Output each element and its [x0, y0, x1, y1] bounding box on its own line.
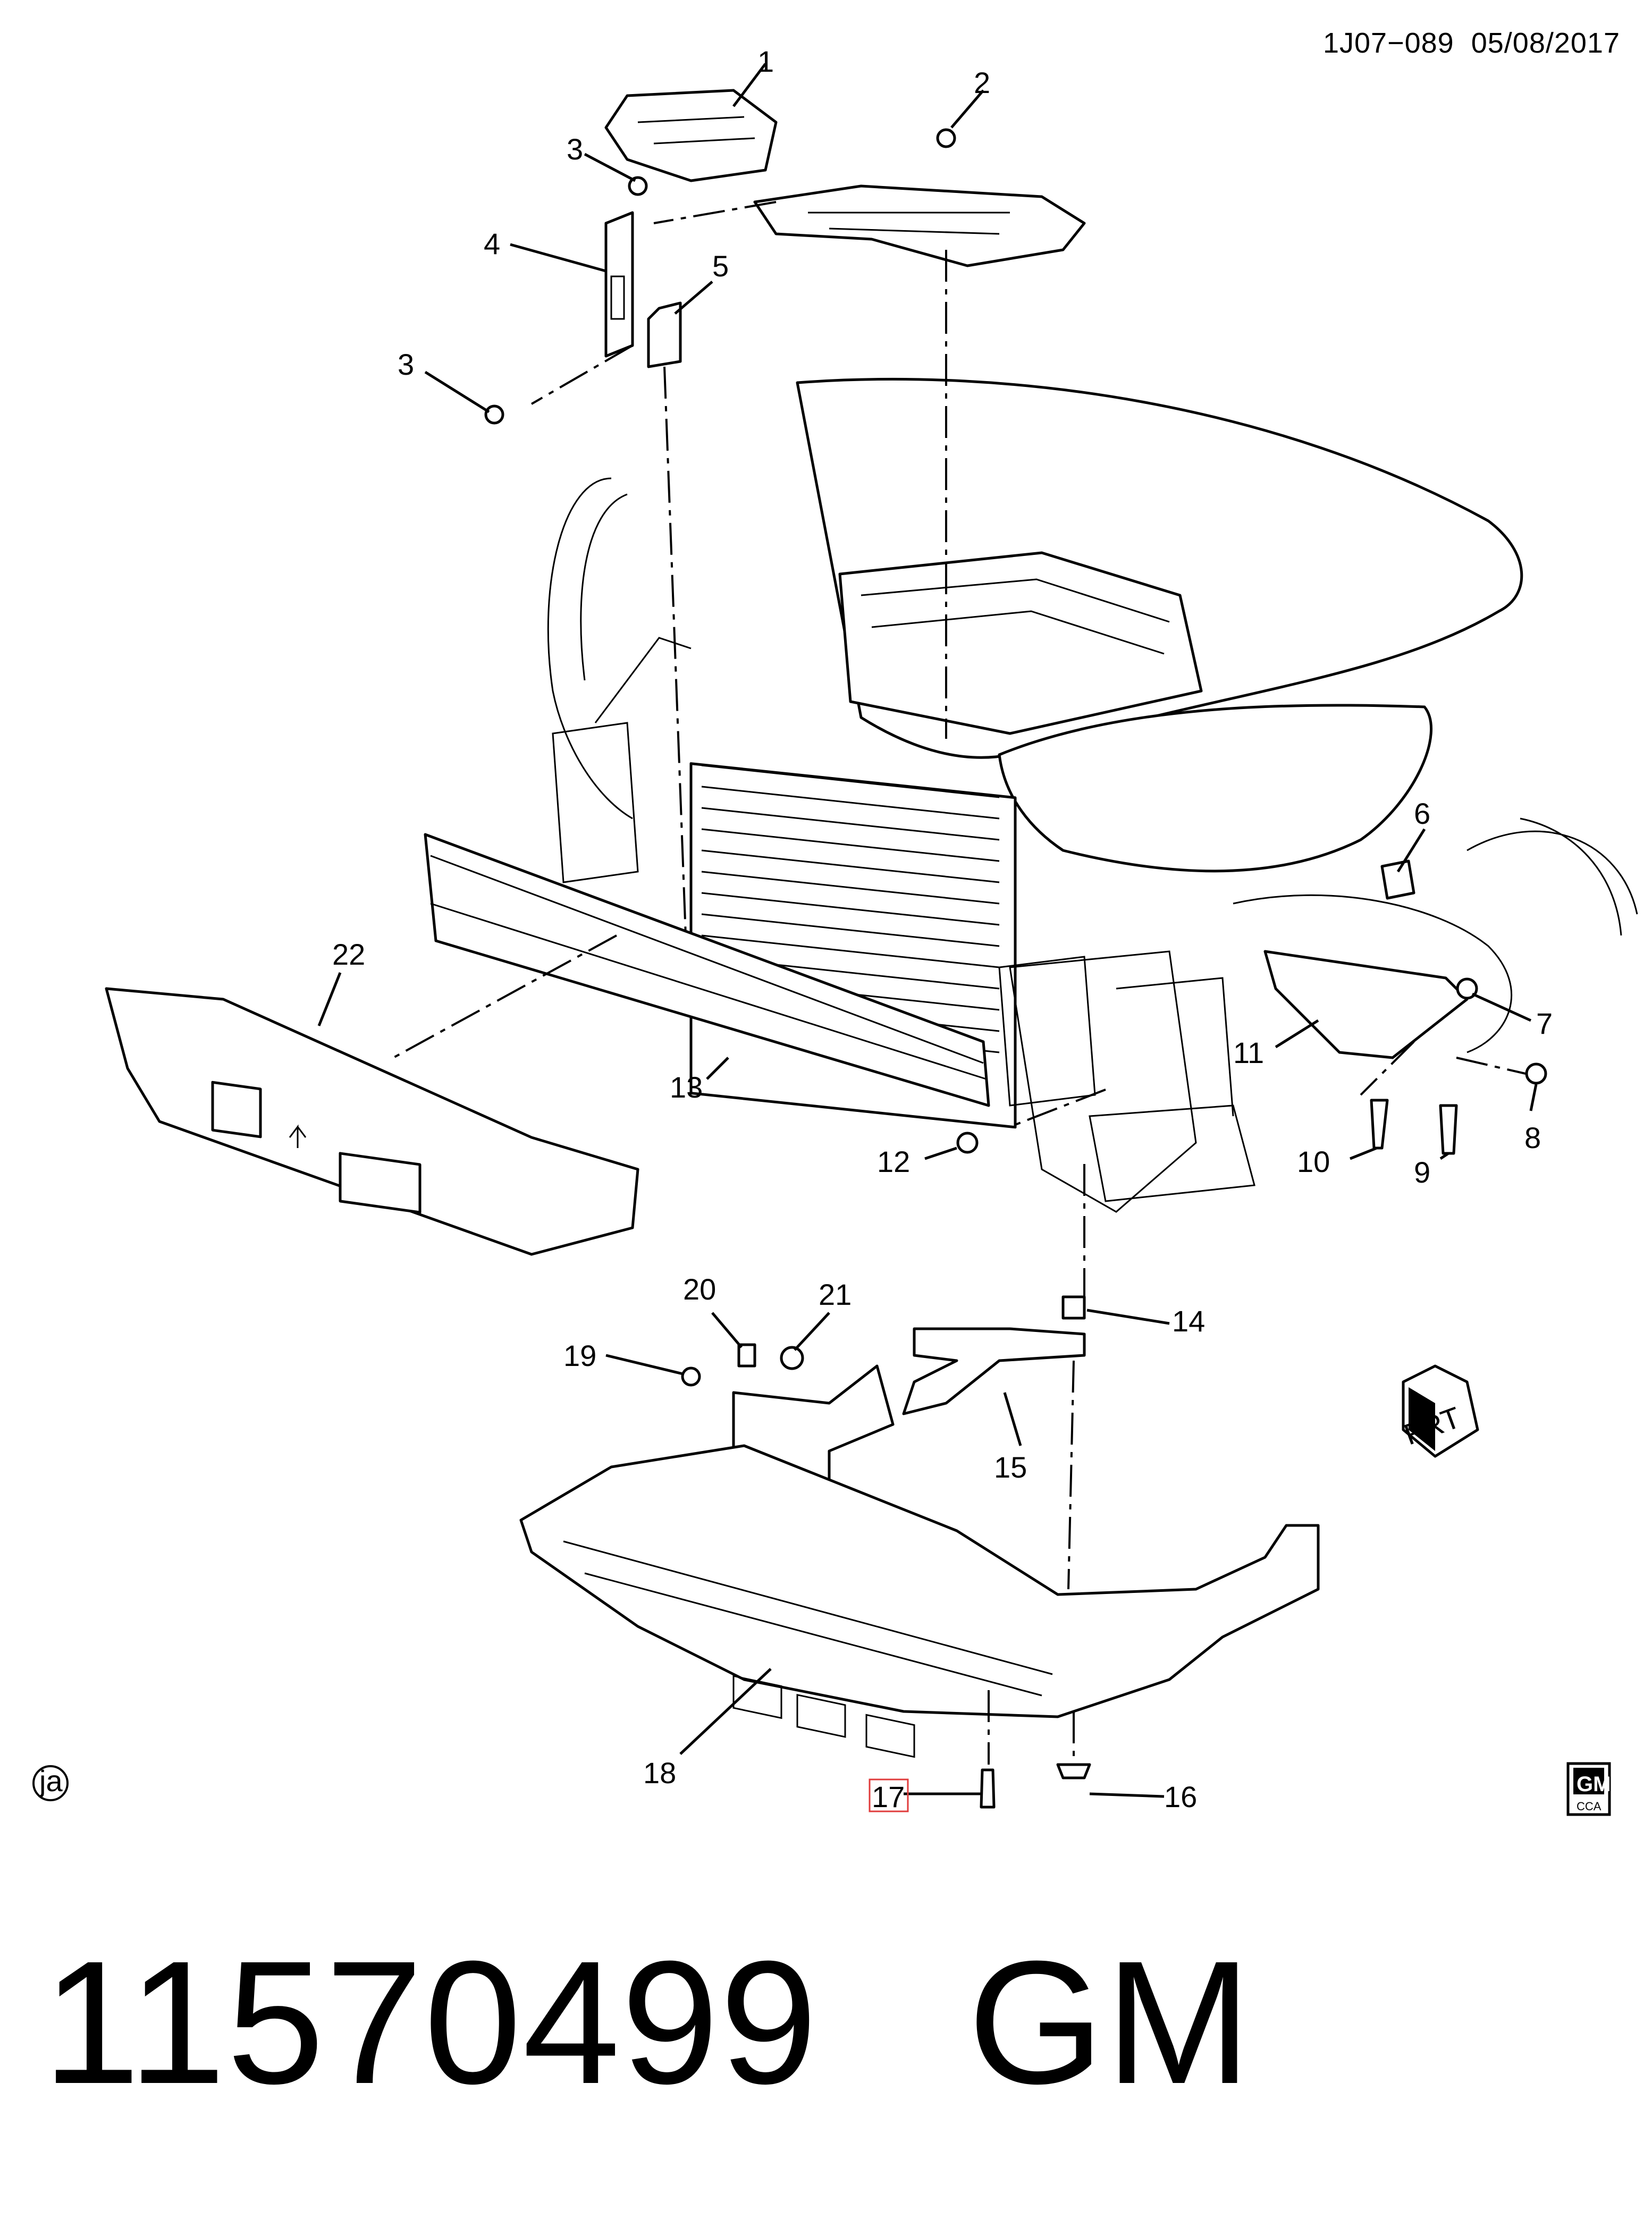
part-7-nut	[1456, 977, 1478, 1000]
callout-3-upper: 3	[567, 132, 583, 166]
diagram-code: 1J07−089	[1322, 27, 1454, 59]
diagram-header: 1J07−089 05/08/2017	[1323, 27, 1620, 60]
callout-2: 2	[974, 66, 990, 99]
vehicle-front-structure	[547, 377, 1638, 1213]
part-5-bracket	[647, 301, 682, 368]
leader-lines	[317, 63, 1538, 1798]
ja-tag: ja	[32, 1764, 69, 1801]
part-10-bolt	[1370, 1099, 1389, 1150]
part-8-screw	[1525, 1062, 1547, 1085]
part-20-nut	[737, 1343, 756, 1368]
callout-4: 4	[484, 227, 500, 260]
callout-14: 14	[1172, 1304, 1205, 1338]
part-1-upper-shield	[604, 89, 778, 182]
part-9-rivet	[1439, 1104, 1458, 1155]
part-15-splash-bracket	[902, 1327, 1086, 1415]
callout-17-highlight	[869, 1778, 909, 1812]
part-19-washer	[681, 1366, 701, 1387]
part-18-splash-shield	[519, 1444, 1320, 1718]
callout-10: 10	[1297, 1145, 1330, 1178]
gm-logo-text: GM	[1577, 1773, 1611, 1796]
callout-5: 5	[712, 249, 729, 283]
callout-labels: 1 2 3 3 4 5 6 7 8 9 10 11 12 13 14 15 16…	[332, 45, 1553, 1813]
callout-8: 8	[1524, 1121, 1541, 1154]
callout-9: 9	[1414, 1155, 1430, 1189]
callout-21: 21	[819, 1278, 852, 1311]
callout-17: 17	[872, 1780, 905, 1813]
part-number: 11570499	[43, 1924, 819, 2120]
callout-11: 11	[1233, 1036, 1264, 1069]
part-12-nut	[956, 1132, 979, 1154]
shield-openings	[563, 1540, 1053, 1758]
ja-label: ja	[38, 1764, 63, 1798]
part-4-vertical-bracket	[604, 211, 634, 358]
callout-18: 18	[643, 1756, 676, 1790]
part-3-screw-upper	[628, 176, 648, 196]
part-14-clip-nut	[1061, 1295, 1086, 1320]
part-number-caption: 11570499 GM	[43, 1935, 1252, 2110]
callout-19: 19	[563, 1339, 596, 1372]
callout-12: 12	[877, 1145, 910, 1178]
part-16-screw	[1056, 1763, 1091, 1779]
part-3-screw-lower	[484, 404, 504, 425]
diagram-date: 05/08/2017	[1471, 27, 1620, 59]
part-22-energy-absorber	[105, 987, 639, 1256]
part-2-upper-cover	[753, 184, 1086, 267]
gm-logo-sub: CCA	[1577, 1800, 1602, 1813]
callout-16: 16	[1164, 1780, 1197, 1813]
alignment-lines	[393, 201, 1526, 1765]
front-direction-arrow: FRT	[1400, 1364, 1479, 1458]
part-11-bracket	[1263, 950, 1469, 1059]
callout-20: 20	[683, 1272, 716, 1306]
callout-15: 15	[994, 1450, 1027, 1484]
part-6-clip	[1380, 859, 1415, 900]
part-21-pushpin	[780, 1346, 804, 1370]
callout-1: 1	[757, 45, 774, 78]
brand-name: GM	[967, 1924, 1253, 2120]
callout-3-lower: 3	[398, 348, 414, 381]
gm-logo: GM CCA	[1566, 1762, 1611, 1816]
callout-22: 22	[332, 938, 365, 971]
callout-13: 13	[670, 1070, 703, 1104]
part-2-screw	[936, 128, 956, 148]
callout-6: 6	[1414, 797, 1430, 830]
part-17-screw	[980, 1768, 996, 1809]
part-13-impact-bar	[424, 833, 990, 1107]
callout-7: 7	[1536, 1007, 1553, 1040]
